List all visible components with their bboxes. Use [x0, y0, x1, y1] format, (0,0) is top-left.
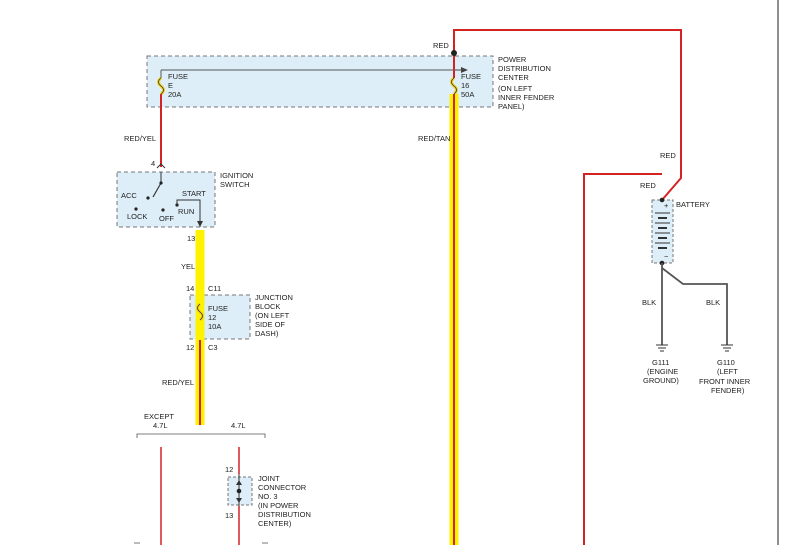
jb-pin-bottom: 12 [186, 343, 194, 352]
wire-label-blk-left: BLK [642, 298, 656, 307]
battery-plus: + [664, 201, 669, 210]
ignition-switch-label: IGNITION SWITCH [220, 171, 253, 189]
bus-arrow [461, 67, 468, 73]
pdc-label-line: (ON LEFT [498, 84, 533, 93]
battery-minus: − [664, 252, 669, 261]
pdc-label-line: POWER [498, 55, 527, 64]
jc-pin-bottom: 13 [225, 511, 233, 520]
diagram-label: FRONT INNER [699, 377, 751, 386]
fuse-16-label: 50A [461, 90, 474, 99]
joint-connector-label: JOINT CONNECTOR NO. 3 (IN POWER DISTRIBU… [258, 474, 311, 528]
diagram-label: BLOCK [255, 302, 280, 311]
pdc-label-line: PANEL) [498, 102, 525, 111]
fuse-e-label: E [168, 81, 173, 90]
diagram-label: (LEFT [717, 367, 738, 376]
diagram-label: SIDE OF [255, 320, 285, 329]
diagram-label: SWITCH [220, 180, 250, 189]
ground-g110-icon [721, 344, 733, 352]
blk-wire-right [661, 267, 728, 345]
ground-g111-icon [656, 344, 668, 352]
diagram-label: IGNITION [220, 171, 253, 180]
diagram-label: DISTRIBUTION [258, 510, 311, 519]
switch-blade [152, 182, 162, 198]
diagram-label: G111 [652, 358, 669, 367]
diagram-label: GROUND) [643, 376, 679, 385]
pdc-label-line: CENTER [498, 73, 529, 82]
switch-contact-off [161, 208, 165, 212]
jb-conn-bottom: C3 [208, 343, 218, 352]
split-only-label: 4.7L [231, 421, 246, 430]
ign-pin-in: 4 [151, 159, 155, 168]
switch-pos-run: RUN [178, 207, 194, 216]
diagram-label: (IN POWER [258, 501, 299, 510]
wire-label-red-yel-top: RED/YEL [124, 134, 156, 143]
pdc-label: POWER DISTRIBUTION CENTER (ON LEFT INNER… [498, 55, 555, 111]
red-feed-wire [453, 29, 682, 201]
pdc-label-line: DISTRIBUTION [498, 64, 551, 73]
battery-label: BATTERY [676, 200, 710, 209]
jb-pin-top: 14 [186, 284, 194, 293]
ground-g111-label: G111 (ENGINE GROUND) [643, 358, 679, 385]
diagram-label: JUNCTION [255, 293, 293, 302]
red-wire-right [583, 173, 662, 545]
pdc-box [146, 55, 494, 108]
wire-label-yel: YEL [181, 262, 195, 271]
connector-chevron [156, 163, 166, 169]
jb-fuse-label: 10A [208, 322, 221, 331]
switch-pos-acc: ACC [121, 191, 137, 200]
diagram-label: DASH) [255, 329, 279, 338]
wire-label-red-tan: RED/TAN [418, 134, 450, 143]
battery-cells-icon [655, 212, 670, 249]
ign-pin-out: 13 [187, 234, 195, 243]
junction-block-label: JUNCTION BLOCK (ON LEFT SIDE OF DASH) [255, 293, 293, 338]
fuse-e-label: 20A [168, 90, 181, 99]
split-except-label: 4.7L [153, 421, 168, 430]
jb-fuse-label: FUSE [208, 304, 228, 313]
switch-pos-start: START [182, 189, 206, 198]
wire-label-red-top: RED [433, 41, 449, 50]
diagram-label: FENDER) [711, 386, 745, 395]
split-bracket [136, 433, 266, 438]
wire-label-red-yel-bottom: RED/YEL [162, 378, 194, 387]
splice-dot [451, 50, 457, 56]
fuse-e-label: FUSE [168, 72, 188, 81]
jb-fuse-label: 12 [208, 313, 216, 322]
split-except-label: EXCEPT [144, 412, 174, 421]
wire-label-red-batt: RED [640, 181, 656, 190]
jc-splice-dot [236, 488, 242, 494]
switch-contact-lock [134, 207, 138, 211]
fuse-16-label: FUSE [461, 72, 481, 81]
jc-pin-top: 12 [225, 465, 233, 474]
switch-contact-acc [146, 196, 150, 200]
battery-box [651, 199, 674, 264]
diagram-label: CONNECTOR [258, 483, 307, 492]
diagram-label: NO. 3 [258, 492, 278, 501]
switch-output-link [176, 199, 201, 227]
switch-pos-lock: LOCK [127, 212, 147, 221]
pdc-label-line: INNER FENDER [498, 93, 555, 102]
jb-conn-top: C11 [208, 284, 221, 293]
fuse-16-label: 16 [461, 81, 469, 90]
switch-pos-off: OFF [159, 214, 174, 223]
diagram-label: CENTER) [258, 519, 292, 528]
wire-label-blk-right: BLK [706, 298, 720, 307]
diagram-label: (ENGINE [647, 367, 678, 376]
wire-label-red-right: RED [660, 151, 676, 160]
diagram-label: G110 [717, 358, 735, 367]
diagram-label: (ON LEFT [255, 311, 290, 320]
diagram-label: JOINT [258, 474, 280, 483]
battery-positive-terminal [659, 197, 665, 203]
ground-g110-label: G110 (LEFT FRONT INNER FENDER) [699, 358, 751, 395]
